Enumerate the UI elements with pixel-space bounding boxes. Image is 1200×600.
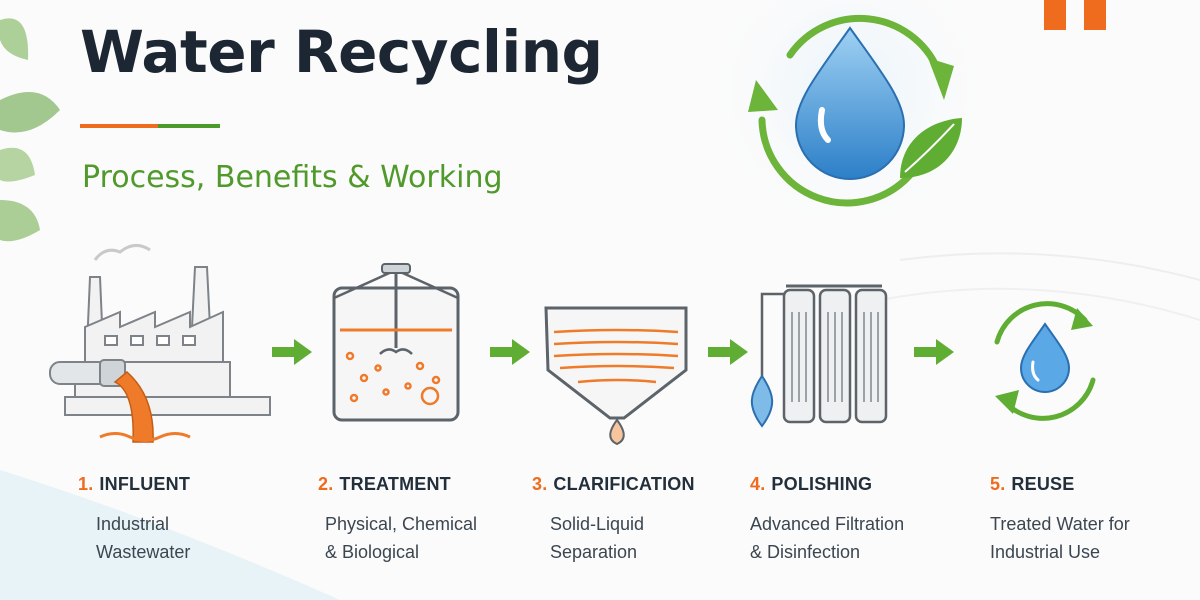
- step-3-desc-line1: Solid-Liquid: [550, 514, 645, 534]
- page-subtitle: Process, Benefits & Working: [82, 160, 503, 195]
- step-5-desc-line2: Industrial Use: [990, 542, 1101, 562]
- leaf-decoration-icon: [0, 18, 60, 242]
- step-3-title: 3.CLARIFICATION: [532, 474, 695, 495]
- factory-icon: [49, 244, 271, 443]
- step-4-title: 4.POLISHING: [750, 474, 872, 495]
- step-5-title: 5.REUSE: [990, 474, 1074, 495]
- treatment-tank-icon: [332, 263, 460, 422]
- step-1-label: INFLUENT: [99, 474, 191, 494]
- step-2-title: 2.TREATMENT: [318, 474, 451, 495]
- arrow-right-icon: [272, 339, 312, 365]
- step-1-desc-line2: Wastewater: [96, 542, 191, 562]
- filter-cartridges-icon: [750, 284, 888, 428]
- step-3-label: CLARIFICATION: [553, 474, 695, 494]
- step-2-label: TREATMENT: [339, 474, 451, 494]
- step-3-desc-line2: Separation: [550, 542, 638, 562]
- title-underline: [80, 124, 220, 128]
- step-2-desc-line1: Physical, Chemical: [325, 514, 478, 534]
- step-2-desc-line2: & Biological: [325, 542, 420, 562]
- clarifier-icon: [544, 306, 688, 446]
- step-5-desc-line1: Treated Water for: [990, 514, 1130, 534]
- arrow-right-icon: [490, 339, 530, 365]
- step-4-label: POLISHING: [771, 474, 873, 494]
- step-1-number: 1.: [78, 474, 94, 494]
- page-title: Water Recycling: [80, 18, 603, 86]
- step-2-number: 2.: [318, 474, 334, 494]
- step-1-desc-line1: Industrial: [96, 514, 170, 534]
- arrow-right-icon: [708, 339, 748, 365]
- arrow-right-icon: [914, 339, 954, 365]
- step-1-title: 1.INFLUENT: [78, 474, 190, 495]
- step-5-label: REUSE: [1011, 474, 1075, 494]
- step-4-description: Advanced Filtration & Disinfection: [750, 510, 904, 566]
- step-3-number: 3.: [532, 474, 548, 494]
- water-drop-recycle-icon: [700, 0, 1000, 220]
- step-4-desc-line1: Advanced Filtration: [750, 514, 905, 534]
- step-4-number: 4.: [750, 474, 766, 494]
- step-4-desc-line2: & Disinfection: [750, 542, 861, 562]
- step-2-description: Physical, Chemical & Biological: [325, 510, 477, 566]
- reuse-cycle-icon: [994, 301, 1096, 421]
- step-5-number: 5.: [990, 474, 1006, 494]
